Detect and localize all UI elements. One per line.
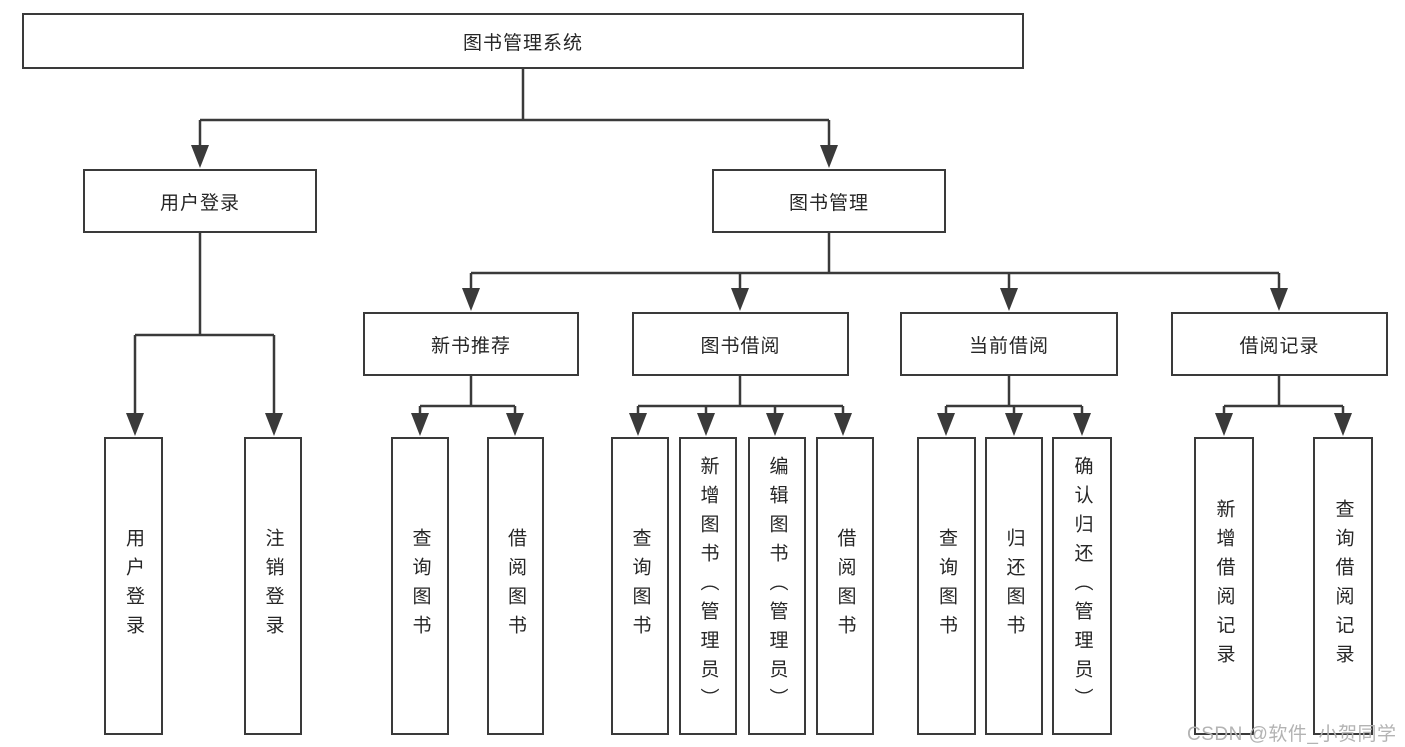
leaf-borrow-books-borrowing-label: 借阅图书 <box>834 528 856 644</box>
node-book-borrowing-label: 图书借阅 <box>700 335 781 357</box>
leaf-return-books-label: 归还图书 <box>1003 528 1025 644</box>
leaf-user-login: 用户登录 <box>104 437 163 735</box>
node-borrowing-records-label: 借阅记录 <box>1239 335 1320 357</box>
watermark: CSDN @软件_小贺同学 <box>1187 724 1397 745</box>
node-borrowing-records: 借阅记录 <box>1171 312 1388 376</box>
leaf-add-books-admin: 新增图书（管理员） <box>679 437 737 735</box>
leaf-edit-books-admin: 编辑图书（管理员） <box>748 437 806 735</box>
leaf-query-books-recommend: 查询图书 <box>391 437 449 735</box>
leaf-edit-books-admin-label: 编辑图书（管理员） <box>766 455 788 717</box>
leaf-confirm-return-admin-label: 确认归还（管理员） <box>1071 455 1093 717</box>
leaf-add-borrow-record: 新增借阅记录 <box>1194 437 1254 735</box>
leaf-query-books-borrowing-label: 查询图书 <box>629 528 651 644</box>
node-current-borrowing-label: 当前借阅 <box>968 335 1049 357</box>
node-user-login-label: 用户登录 <box>159 192 240 214</box>
leaf-borrow-books-recommend: 借阅图书 <box>487 437 544 735</box>
node-new-book-recommend-label: 新书推荐 <box>430 335 511 357</box>
leaf-query-borrow-record-label: 查询借阅记录 <box>1332 499 1354 673</box>
leaf-logout-label: 注销登录 <box>262 528 284 644</box>
leaf-return-books: 归还图书 <box>985 437 1043 735</box>
leaf-borrow-books-recommend-label: 借阅图书 <box>505 528 526 644</box>
leaf-add-books-admin-label: 新增图书（管理员） <box>697 455 719 717</box>
leaf-query-borrow-record: 查询借阅记录 <box>1313 437 1373 735</box>
leaf-borrow-books-borrowing: 借阅图书 <box>816 437 874 735</box>
node-root-label: 图书管理系统 <box>462 32 583 54</box>
node-book-management: 图书管理 <box>712 169 946 233</box>
node-book-management-label: 图书管理 <box>788 192 869 214</box>
leaf-query-books-current-label: 查询图书 <box>936 528 957 644</box>
node-book-borrowing: 图书借阅 <box>632 312 849 376</box>
leaf-query-books-borrowing: 查询图书 <box>611 437 669 735</box>
leaf-confirm-return-admin: 确认归还（管理员） <box>1052 437 1112 735</box>
node-user-login: 用户登录 <box>83 169 317 233</box>
leaf-logout: 注销登录 <box>244 437 302 735</box>
node-new-book-recommend: 新书推荐 <box>363 312 579 376</box>
leaf-query-books-current: 查询图书 <box>917 437 976 735</box>
leaf-add-borrow-record-label: 新增借阅记录 <box>1213 499 1235 673</box>
node-current-borrowing: 当前借阅 <box>900 312 1118 376</box>
leaf-user-login-label: 用户登录 <box>123 528 144 644</box>
node-root: 图书管理系统 <box>22 13 1024 69</box>
leaf-query-books-recommend-label: 查询图书 <box>409 528 431 644</box>
